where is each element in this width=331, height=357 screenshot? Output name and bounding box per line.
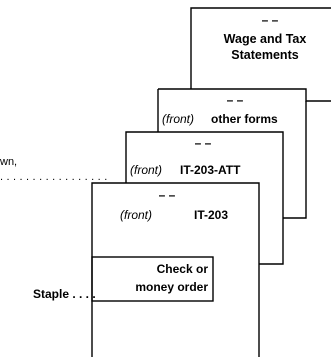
- wage-title-line1: Wage and Tax: [223, 32, 307, 46]
- sheet-other-forms: [157, 88, 331, 219]
- it203-dashes: – –: [158, 188, 176, 202]
- it203att-front-label: (front): [130, 163, 163, 177]
- check-or-label: Check or: [156, 262, 208, 276]
- other-forms-title: other forms: [211, 112, 278, 126]
- it203att-title: IT-203-ATT: [180, 163, 241, 177]
- sheet-wage-and-tax-statements: [190, 7, 331, 89]
- dotted-leader: . . . . . . . . . . . . . . . . .: [0, 171, 108, 183]
- other-forms-dashes: – –: [226, 93, 244, 107]
- check-money-order-box: [91, 256, 214, 302]
- it203-front-label: (front): [120, 208, 153, 222]
- wage-title-line2: Statements: [231, 48, 299, 62]
- sheet-it-203-att: [125, 131, 284, 265]
- cut-off-text: wn,: [0, 156, 18, 168]
- wage-dashes: – –: [261, 13, 279, 27]
- it203-title: IT-203: [194, 208, 229, 222]
- staple-label: Staple . . . .: [33, 287, 96, 301]
- other-forms-front-label: (front): [162, 112, 195, 126]
- it203att-dashes: – –: [194, 136, 212, 150]
- money-order-label: money order: [135, 280, 208, 294]
